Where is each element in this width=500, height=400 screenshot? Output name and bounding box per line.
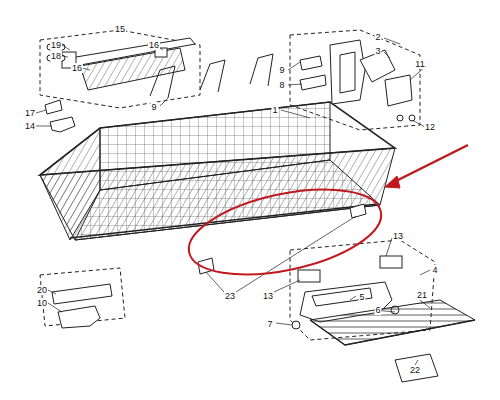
callout-number: 10 xyxy=(36,298,48,308)
callout-number: 16 xyxy=(148,40,160,50)
leader-lines xyxy=(36,38,430,365)
upper-shelf xyxy=(45,38,195,132)
callout-number: 9 xyxy=(278,65,285,75)
callout-number: 6 xyxy=(374,305,381,315)
callout-number: 22 xyxy=(409,365,421,375)
callout-number: 14 xyxy=(24,121,36,131)
callout-number: 5 xyxy=(358,292,365,302)
callout-number: 23 xyxy=(224,291,236,301)
callout-number: 1 xyxy=(271,105,278,115)
callout-number: 13 xyxy=(262,291,274,301)
callout-number: 3 xyxy=(374,46,381,56)
callout-number: 8 xyxy=(278,80,285,90)
callout-number: 21 xyxy=(416,290,428,300)
highlight-marks xyxy=(181,145,468,290)
callout-number: 18 xyxy=(50,51,62,61)
callout-number: 16 xyxy=(71,63,83,73)
callout-number: 17 xyxy=(24,108,36,118)
callout-number: 11 xyxy=(414,59,425,69)
callout-number: 15 xyxy=(114,24,126,34)
callout-number: 13 xyxy=(392,231,404,241)
callout-number: 2 xyxy=(374,32,381,42)
callout-number: 12 xyxy=(424,122,436,132)
dashed-groups xyxy=(40,30,435,340)
callout-number: 19 xyxy=(50,40,62,50)
callout-number: 9 xyxy=(150,102,157,112)
callout-number: 4 xyxy=(431,265,438,275)
bottom-parts xyxy=(52,204,475,382)
adjuster-parts xyxy=(330,40,415,121)
callout-number: 20 xyxy=(36,285,48,295)
callout-number: 7 xyxy=(266,319,273,329)
